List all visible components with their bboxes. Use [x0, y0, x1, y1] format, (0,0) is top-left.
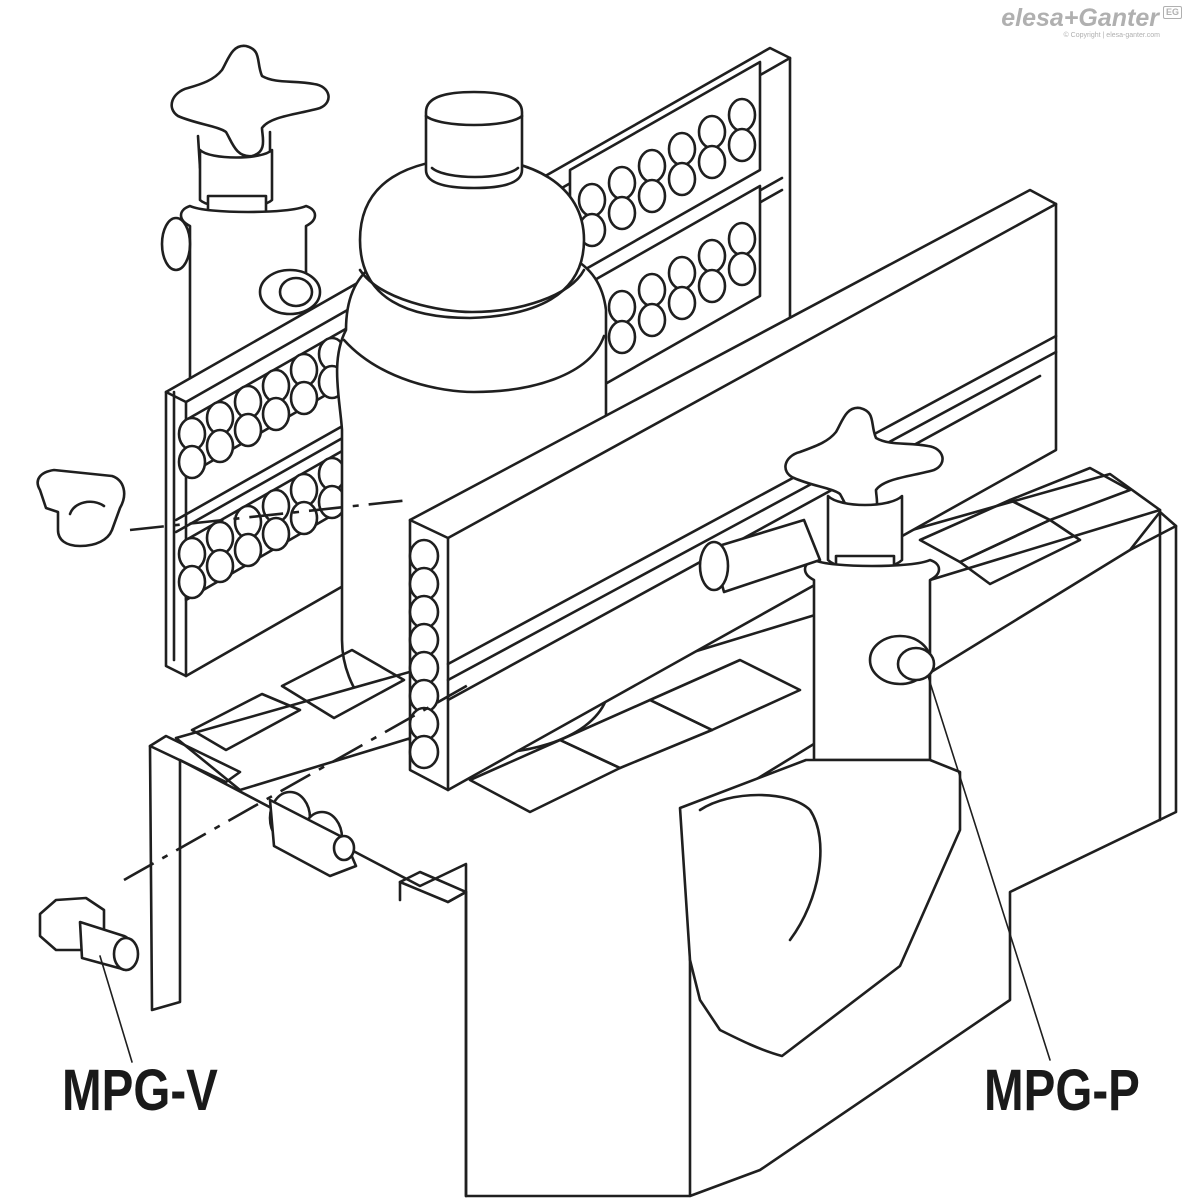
assembly-axis-lines: [123, 498, 471, 882]
roller-ball: [697, 144, 727, 180]
brand-logo-badge: EG: [1162, 6, 1182, 19]
roller-ball: [233, 412, 263, 448]
roller-ball: [577, 182, 607, 218]
roller-ball: [607, 195, 637, 231]
roller-ball: [697, 238, 727, 274]
roller-ball: [637, 272, 667, 308]
mpg-v-bolt-upper: [36, 468, 126, 548]
roller-ball: [205, 428, 235, 464]
roller-ball: [607, 165, 637, 201]
roller-ball: [727, 97, 757, 133]
roller-ball: [637, 302, 667, 338]
brand-logo-text: elesa+Ganter: [1001, 4, 1159, 32]
label-leader-lines: [99, 675, 1051, 1063]
roller-ball: [177, 444, 207, 480]
front-star-knob-clamp: [678, 406, 962, 1058]
mpg-v-bolt-lower: [38, 896, 140, 972]
roller-ball: [607, 319, 637, 355]
roller-ball: [667, 131, 697, 167]
part-label-mpg-p: MPG-P: [984, 1058, 1140, 1123]
roller-ball: [697, 114, 727, 150]
roller-ball: [697, 268, 727, 304]
roller-ball: [607, 289, 637, 325]
roller-ball: [637, 178, 667, 214]
roller-ball: [667, 161, 697, 197]
roller-ball: [727, 221, 757, 257]
roller-ball: [637, 148, 667, 184]
roller-ball: [177, 564, 207, 600]
roller-ball: [261, 396, 291, 432]
rail-connector-block: [268, 790, 358, 878]
part-label-mpg-v: MPG-V: [62, 1058, 218, 1123]
roller-ball: [289, 380, 319, 416]
roller-ball: [408, 734, 440, 770]
roller-ball: [233, 532, 263, 568]
copyright-notice: © Copyright | elesa-ganter.com: [1063, 32, 1160, 39]
roller-ball: [667, 255, 697, 291]
roller-ball: [727, 251, 757, 287]
roller-ball: [727, 127, 757, 163]
roller-ball: [261, 516, 291, 552]
roller-ball: [289, 500, 319, 536]
roller-ball: [667, 285, 697, 321]
roller-ball: [205, 548, 235, 584]
